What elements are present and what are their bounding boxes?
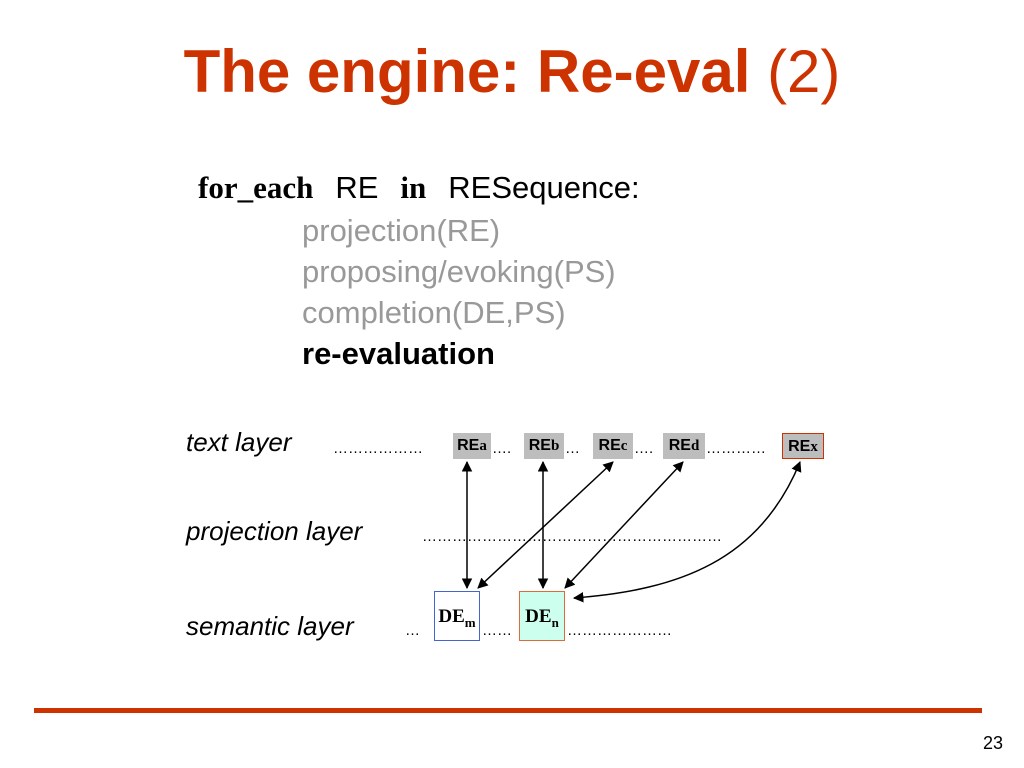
semantic-layer-label: semantic layer: [186, 611, 354, 641]
title-suffix: (2): [767, 38, 841, 105]
step-re-evaluation: re-evaluation: [302, 336, 495, 371]
re-a-sub: a: [479, 438, 487, 454]
text-layer-label: text layer: [186, 427, 292, 457]
re-c-box: REc: [593, 433, 633, 459]
text-dots-1: ………………: [333, 440, 423, 457]
keyword-for-each: for_each: [198, 170, 314, 205]
re-d-base: RE: [668, 437, 691, 454]
text-dots-3: …: [565, 440, 580, 457]
title-main: The engine: Re-eval: [183, 38, 751, 105]
text-dots-4: ….: [634, 440, 654, 457]
arrow-re-x-de-n: [572, 461, 802, 603]
re-a-base: RE: [457, 437, 480, 454]
semantic-dots-3: …………………: [567, 622, 672, 639]
de-m-sub: m: [464, 614, 476, 630]
loop-sequence: RESequence:: [448, 170, 640, 205]
loop-steps: projection(RE) proposing/evoking(PS) com…: [302, 210, 616, 374]
page-number: 23: [983, 733, 1004, 753]
text-dots-2: ….: [492, 440, 512, 457]
de-m-box: DEm: [434, 591, 480, 641]
de-n-base: DE: [525, 606, 552, 627]
arrow-re-d-de-n: [564, 461, 684, 589]
semantic-dots-2: ……: [482, 622, 512, 639]
re-x-base: RE: [788, 438, 811, 455]
footer-rule: [34, 708, 982, 713]
semantic-dots-1: …: [405, 622, 420, 639]
step-projection: projection(RE): [302, 213, 501, 248]
re-c-base: RE: [598, 437, 621, 454]
re-a-box: REa: [453, 433, 491, 459]
text-dots-5: …………: [706, 440, 766, 457]
step-completion: completion(DE,PS): [302, 295, 566, 330]
re-x-box: REx: [782, 433, 824, 459]
de-n-box: DEn: [519, 591, 565, 641]
de-n-sub: n: [551, 614, 559, 630]
loop-header: for_each RE in RESequence:: [198, 168, 640, 208]
re-x-sub: x: [810, 439, 818, 455]
projection-layer-label: projection layer: [186, 516, 363, 546]
re-d-sub: d: [690, 438, 700, 454]
loop-variable: RE: [335, 170, 379, 205]
de-m-base: DE: [438, 606, 465, 627]
step-proposing: proposing/evoking(PS): [302, 254, 616, 289]
re-c-sub: c: [620, 438, 628, 454]
keyword-in: in: [400, 170, 427, 205]
re-b-box: REb: [524, 433, 564, 459]
slide-title: The engine: Re-eval (2): [0, 32, 1024, 112]
re-d-box: REd: [663, 433, 705, 459]
re-b-base: RE: [528, 437, 551, 454]
arrow-re-c-de-m: [477, 461, 614, 589]
re-b-sub: b: [550, 438, 560, 454]
